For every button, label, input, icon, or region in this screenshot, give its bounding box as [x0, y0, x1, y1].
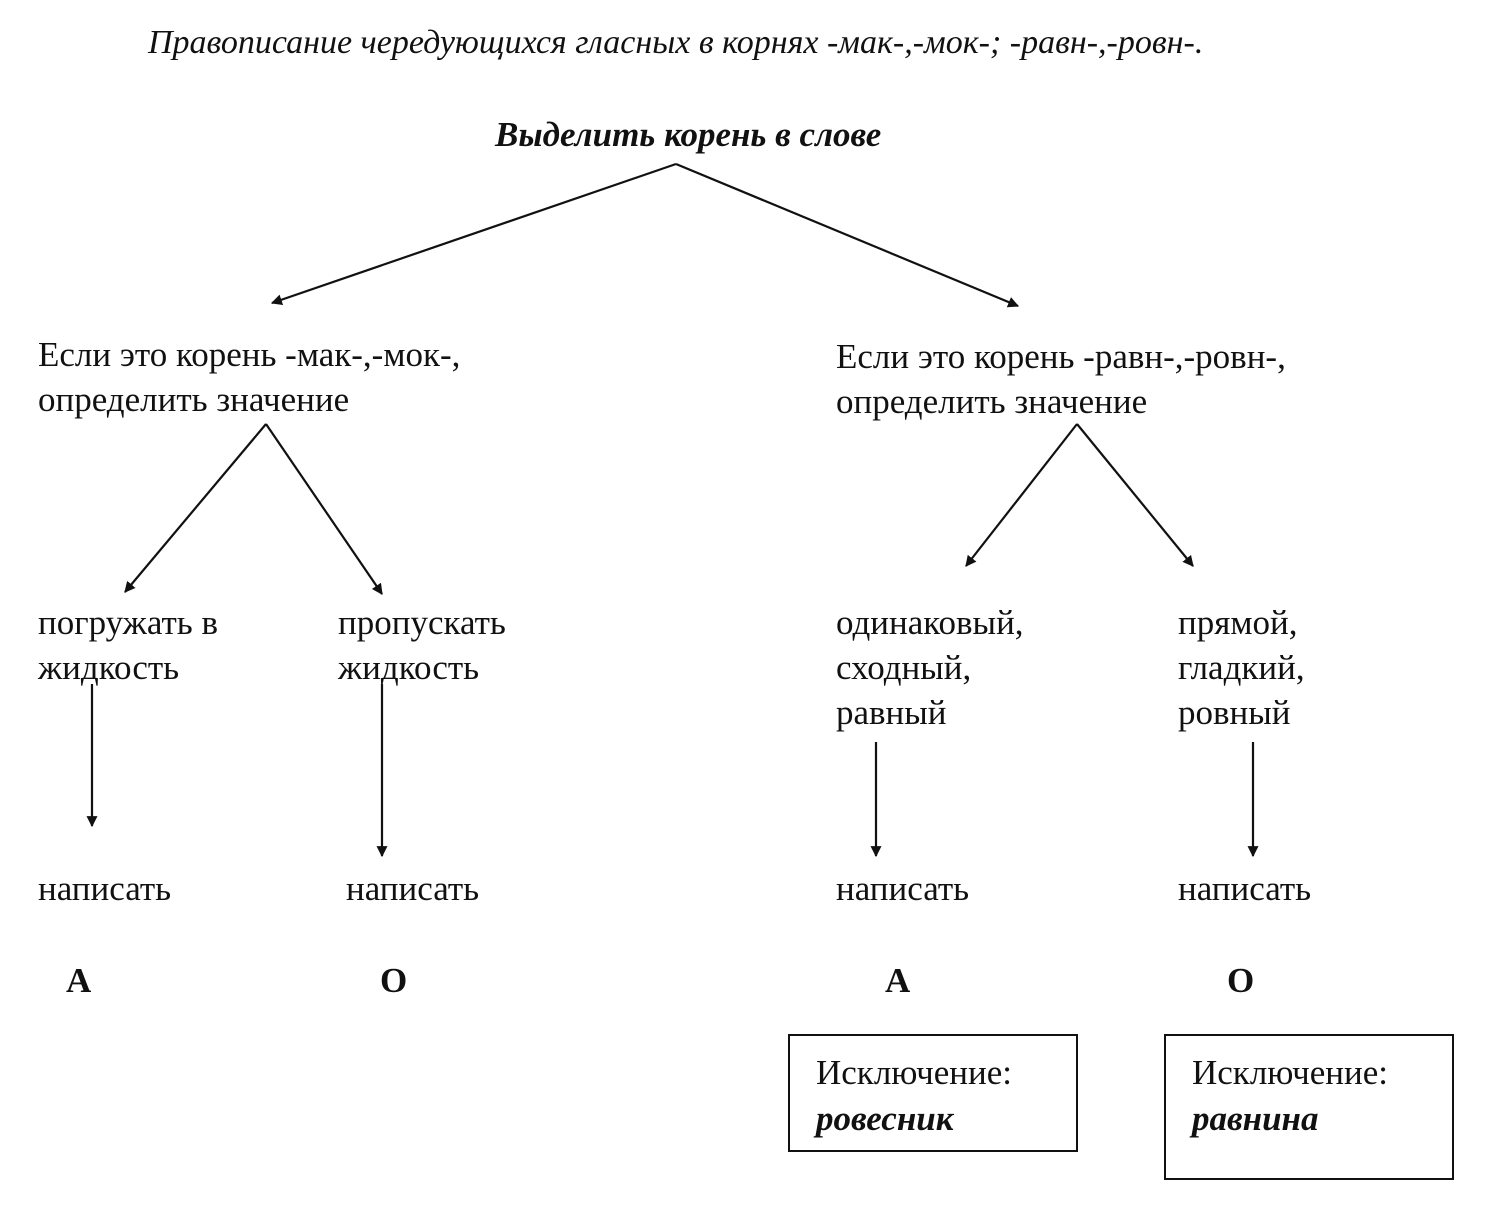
- exception-word-ravnina: равнина: [1192, 1099, 1319, 1138]
- arrow-ravn-to-straight: [1076, 423, 1194, 567]
- action-write-3: написать: [836, 869, 970, 908]
- action-write-4: написать: [1178, 869, 1312, 908]
- arrow-root-to-ravn: [675, 162, 1020, 308]
- exception-box-rovesnik: Исключение: ровесник: [788, 1034, 1078, 1152]
- arrow-mak-to-immerse: [124, 423, 267, 593]
- action-write-1: написать: [38, 869, 172, 908]
- condition-ravn-rovn: Если это корень -равн-,-ровн-, определит…: [836, 337, 1286, 421]
- vowel-o-2: О: [1227, 961, 1255, 1000]
- exception-word-rovesnik: ровесник: [816, 1099, 954, 1138]
- action-write-2: написать: [346, 869, 480, 908]
- exception-label: Исключение:: [816, 1053, 1012, 1092]
- meaning-straight: прямой, гладкий, ровный: [1178, 603, 1305, 732]
- diagram-title: Правописание чередующихся гласных в корн…: [148, 24, 1204, 61]
- condition-mak-mok: Если это корень -мак-,-мок-, определить …: [38, 335, 461, 419]
- meaning-let-through: пропускать жидкость: [338, 603, 506, 687]
- vowel-a-2: А: [885, 961, 911, 1000]
- vowel-o-1: О: [380, 961, 408, 1000]
- exception-box-ravnina: Исключение: равнина: [1164, 1034, 1454, 1180]
- exception-label: Исключение:: [1192, 1053, 1388, 1092]
- meaning-same: одинаковый, сходный, равный: [836, 603, 1024, 732]
- arrow-ravn-to-same: [965, 423, 1078, 567]
- meaning-immerse: погружать в жидкость: [38, 603, 219, 687]
- vowel-a-1: А: [66, 961, 92, 1000]
- root-node: Выделить корень в слове: [495, 115, 882, 154]
- arrow-root-to-mak: [270, 162, 677, 305]
- arrow-mak-to-let-through: [265, 423, 383, 595]
